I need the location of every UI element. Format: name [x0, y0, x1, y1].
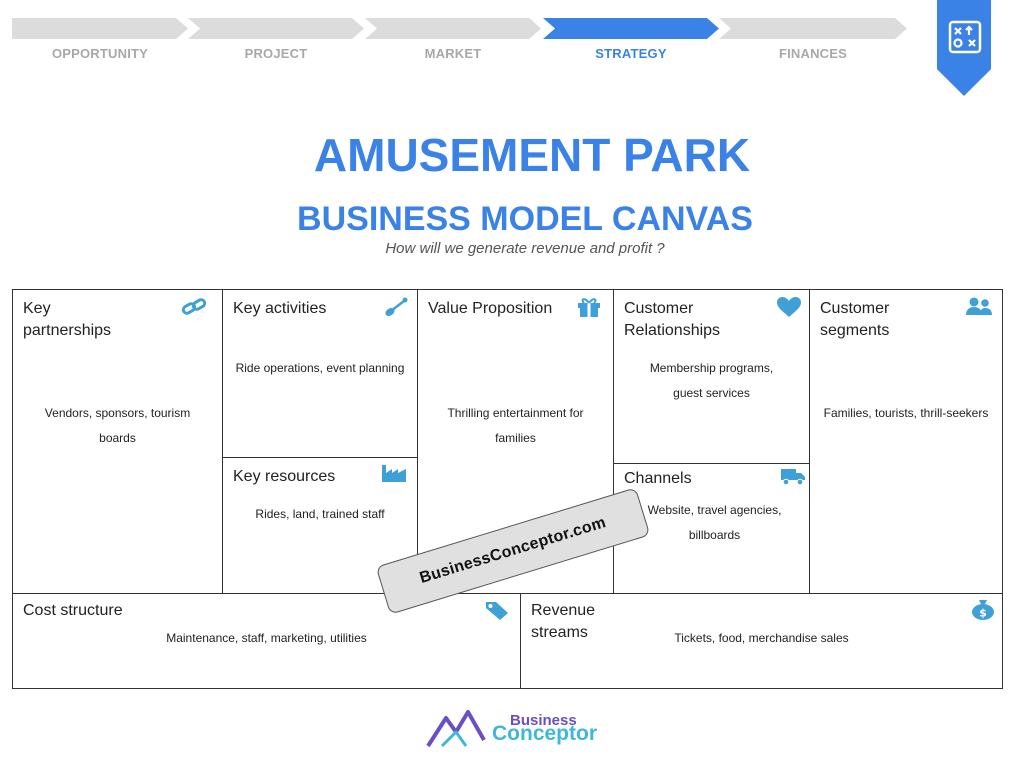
step-market[interactable]: MARKET — [365, 18, 541, 66]
value-proposition-text: Thrilling entertainment for families — [447, 406, 584, 445]
tag-icon — [486, 602, 508, 620]
shovel-icon — [385, 297, 408, 317]
key-partnerships-text: Vendors, sponsors, tourism boards — [44, 406, 191, 445]
heart-icon — [777, 297, 801, 317]
step-arrow — [719, 18, 907, 39]
truck-icon — [781, 469, 805, 486]
cost-structure-cell: Cost structure Maintenance, staff, marke… — [12, 593, 521, 689]
customer-relationships-text: Membership programs, guest services — [649, 361, 774, 400]
revenue-streams-text: Tickets, food, merchandise sales — [674, 631, 849, 645]
step-label: STRATEGY — [595, 46, 667, 61]
channels-text: Website, travel agencies, billboards — [647, 503, 782, 542]
strategy-board-icon — [948, 20, 982, 54]
link-icon — [181, 298, 207, 315]
revenue-streams-title: Revenue streams — [531, 602, 596, 641]
step-label: PROJECT — [244, 46, 308, 61]
key-activities-cell: Key activities Ride operations, event pl… — [222, 289, 418, 458]
step-label: FINANCES — [778, 46, 848, 61]
key-partnerships-cell: Key partnerships Vendors, sponsors, tour… — [12, 289, 223, 594]
svg-text:$: $ — [979, 607, 987, 620]
customer-relationships-cell: Customer Relationships Membership progra… — [613, 289, 810, 464]
key-activities-text: Ride operations, event planning — [235, 361, 405, 375]
channels-title: Channels — [624, 470, 692, 487]
key-partnerships-title: Key partnerships — [23, 300, 112, 339]
key-activities-title: Key activities — [233, 300, 327, 317]
step-finances[interactable]: FINANCES — [719, 18, 907, 66]
page-question: How will we generate revenue and profit … — [385, 240, 665, 257]
page-title: AMUSEMENT PARK — [313, 129, 751, 181]
step-arrow — [543, 18, 719, 39]
cost-structure-title: Cost structure — [23, 602, 123, 619]
value-proposition-title: Value Proposition — [428, 300, 553, 317]
step-label: OPPORTUNITY — [51, 46, 149, 61]
customer-relationships-title: Customer Relationships — [624, 300, 721, 339]
gift-icon — [578, 298, 600, 317]
step-arrow — [365, 18, 541, 39]
money-bag-icon: $ — [972, 600, 994, 620]
step-arrow — [188, 18, 364, 39]
progress-steps: OPPORTUNITY PROJECT MARKET STRATEGY FINA… — [12, 18, 907, 66]
logo-line-business: Business — [510, 712, 577, 729]
factory-icon — [382, 465, 406, 482]
step-project[interactable]: PROJECT — [188, 18, 364, 66]
page-subtitle: BUSINESS MODEL CANVAS — [297, 200, 753, 238]
revenue-streams-cell: Revenue streams $ Tickets, food, merchan… — [520, 593, 1003, 689]
key-resources-title: Key resources — [233, 468, 336, 485]
customer-segments-text: Families, tourists, thrill-seekers — [823, 406, 989, 420]
customer-segments-title: Customer segments — [820, 300, 890, 339]
business-conceptor-logo — [426, 710, 486, 748]
step-label: MARKET — [424, 46, 482, 61]
cost-structure-text: Maintenance, staff, marketing, utilities — [166, 631, 367, 645]
step-opportunity[interactable]: OPPORTUNITY — [12, 18, 188, 66]
key-resources-text: Rides, land, trained staff — [255, 507, 385, 521]
customer-segments-cell: Customer segments Families, tourists, th… — [809, 289, 1003, 594]
step-arrow — [12, 18, 188, 39]
step-strategy[interactable]: STRATEGY — [543, 18, 719, 66]
business-model-canvas: Key partnerships Vendors, sponsors, tour… — [12, 289, 1003, 689]
users-icon — [966, 297, 992, 315]
logo-line-conceptor: Conceptor — [492, 722, 597, 745]
